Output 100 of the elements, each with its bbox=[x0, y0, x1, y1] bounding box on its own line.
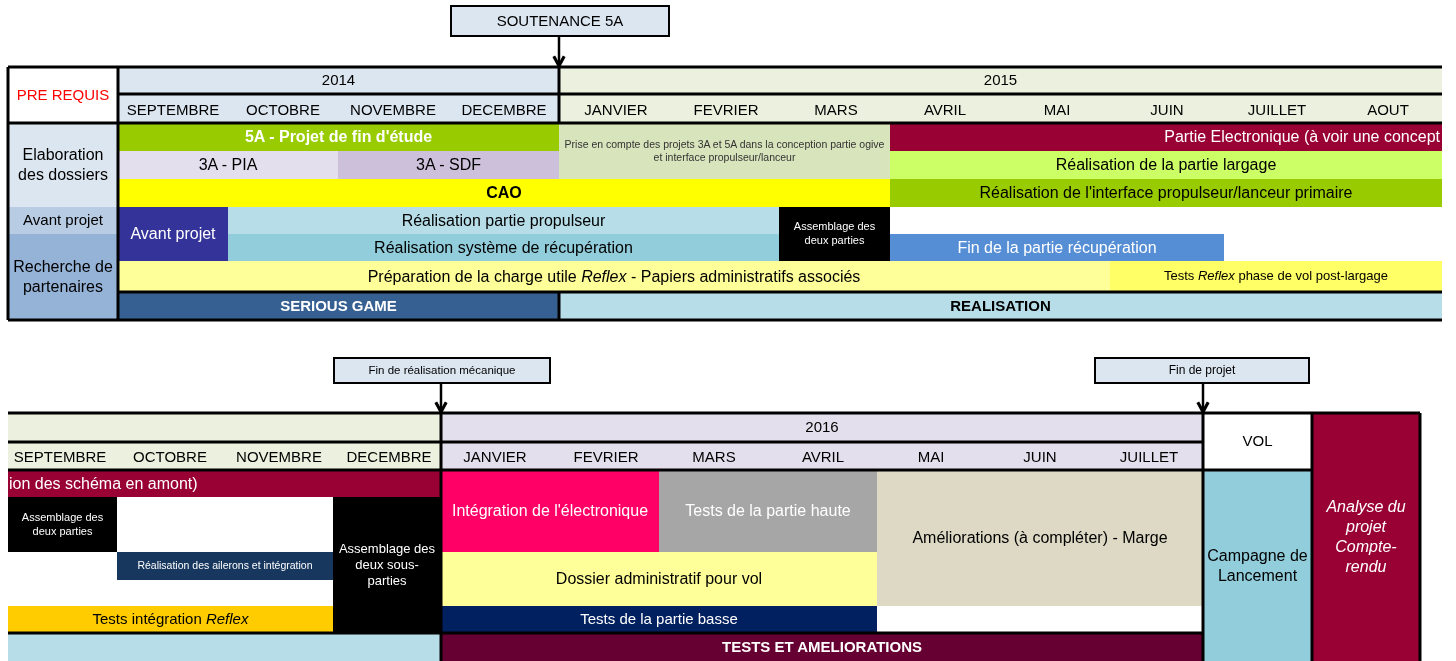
month-label: DECEMBRE bbox=[461, 101, 547, 118]
year-label: 2016 bbox=[805, 418, 839, 437]
bar-label: Intégration de l'électronique bbox=[451, 501, 649, 521]
bar-label: Tests intégration Reflex bbox=[92, 610, 249, 629]
month-label: JUILLET bbox=[1119, 448, 1179, 465]
bar-label: Tests de la partie basse bbox=[580, 610, 738, 629]
bar-label: Améliorations (à compléter) - Marge bbox=[912, 528, 1168, 548]
task-bar bbox=[8, 470, 441, 497]
bar-label: Assemblage des deux sous-parties bbox=[337, 540, 437, 590]
milestone-label: Fin de projet bbox=[1168, 363, 1236, 378]
task-bar bbox=[890, 179, 1442, 207]
milestone-label: Fin de réalisation mécanique bbox=[368, 363, 516, 378]
month-label: DECEMBRE bbox=[346, 448, 432, 465]
task-bar bbox=[890, 234, 1224, 261]
bar-label: Réalisation système de récupération bbox=[374, 237, 633, 258]
category-cell bbox=[8, 123, 118, 207]
milestone-arrow bbox=[434, 384, 448, 414]
bar-label: TESTS ET AMELIORATIONS bbox=[722, 637, 922, 657]
task-bar bbox=[1110, 261, 1442, 292]
bar-label: Réalisation partie propulseur bbox=[401, 210, 606, 231]
bar-label: REALISATION bbox=[950, 296, 1051, 316]
year-label: 2014 bbox=[321, 71, 356, 90]
task-bar bbox=[228, 207, 779, 234]
task-bar bbox=[659, 470, 877, 552]
task-bar bbox=[890, 151, 1442, 179]
task-bar bbox=[1203, 470, 1312, 661]
milestone-label: SOUTENANCE 5A bbox=[496, 11, 624, 31]
bar-label: VOL bbox=[1242, 432, 1273, 451]
month-label: FEVRIER bbox=[573, 448, 639, 465]
bar-label: Assemblage des deux parties bbox=[792, 220, 877, 248]
bar-label: Réalisation des ailerons et intégration bbox=[137, 559, 313, 573]
milestone-arrow bbox=[1196, 384, 1210, 414]
task-bar bbox=[118, 179, 890, 207]
milestone-box bbox=[450, 5, 670, 37]
month-label: MARS bbox=[814, 101, 858, 118]
bar-label: PRE REQUIS bbox=[16, 85, 110, 105]
task-bar bbox=[559, 123, 890, 179]
month-label: MAI bbox=[1043, 101, 1071, 118]
task-bar bbox=[228, 234, 779, 261]
month-label: AVRIL bbox=[801, 448, 845, 465]
bar-label: ion des schéma en amont) bbox=[9, 473, 198, 494]
milestone-box bbox=[1094, 357, 1310, 384]
phase-bar bbox=[441, 633, 1203, 661]
bar-label: Fin de la partie récupération bbox=[957, 237, 1157, 258]
phase-bar bbox=[118, 292, 559, 320]
task-bar bbox=[118, 151, 338, 179]
year-label: 2015 bbox=[983, 71, 1018, 90]
month-label: JUIN bbox=[1023, 448, 1057, 465]
bar-label: Réalisation de l'interface propulseur/lanceur primaire bbox=[979, 183, 1353, 203]
bar-label: Tests Reflex phase de vol post-largage bbox=[1163, 268, 1388, 285]
bar-label: Campagne de Lancement bbox=[1206, 545, 1309, 586]
bar-label: Avant projet bbox=[130, 224, 216, 244]
month-label: AOUT bbox=[1367, 101, 1409, 118]
category-cell bbox=[8, 234, 118, 320]
task-bar bbox=[338, 151, 559, 179]
task-bar bbox=[8, 497, 117, 552]
task-bar bbox=[333, 497, 441, 633]
task-bar bbox=[118, 207, 228, 261]
bar-label: Recherche de partenaires bbox=[12, 257, 114, 297]
task-bar bbox=[877, 470, 1203, 606]
bar-label: Assemblage des deux parties bbox=[20, 510, 105, 539]
month-label: SEPTEMBRE bbox=[126, 101, 220, 118]
task-bar bbox=[890, 123, 1442, 151]
month-label: NOVEMBRE bbox=[236, 448, 322, 465]
month-label: MAI bbox=[917, 448, 945, 465]
month-label: FEVRIER bbox=[693, 101, 759, 118]
bar-label: Dossier administratif pour vol bbox=[555, 569, 763, 589]
bar-label: CAO bbox=[486, 183, 522, 203]
bar-label: Partie Electronique (à voir une concept bbox=[1164, 127, 1440, 147]
month-label: MARS bbox=[692, 448, 736, 465]
month-label: JUILLET bbox=[1247, 101, 1307, 118]
task-bar bbox=[441, 552, 877, 606]
bar-label: 3A - SDF bbox=[416, 155, 481, 175]
month-label: JANVIER bbox=[584, 101, 648, 118]
task-bar bbox=[118, 261, 1110, 292]
task-bar bbox=[8, 606, 333, 633]
bar-label: Réalisation de la partie largage bbox=[1055, 155, 1277, 175]
bar-label: Préparation de la charge utile Reflex - Papiers administratifs associés bbox=[367, 266, 861, 287]
bar-label: 5A - Projet de fin d'étude bbox=[244, 127, 433, 147]
phase-bar bbox=[559, 292, 1442, 320]
task-bar bbox=[117, 552, 333, 580]
bar-label: Avant projet bbox=[23, 211, 103, 230]
task-bar bbox=[441, 470, 659, 552]
bar-label: Tests de la partie haute bbox=[685, 501, 851, 521]
month-label: JUIN bbox=[1150, 101, 1184, 118]
month-label: OCTOBRE bbox=[133, 448, 207, 465]
category-cell bbox=[8, 207, 118, 234]
task-bar bbox=[441, 606, 877, 633]
bar-label: Analyse du projet Compte-rendu bbox=[1325, 497, 1407, 577]
month-label: OCTOBRE bbox=[246, 101, 320, 118]
month-label: SEPTEMBRE bbox=[13, 448, 107, 465]
milestone-arrow bbox=[552, 37, 566, 68]
milestone-box bbox=[333, 357, 551, 384]
bar-label: Prise en compte des projets 3A et 5A dans la conception partie ogive et interface propulseur/lanceur bbox=[563, 137, 886, 165]
bar-label: SERIOUS GAME bbox=[280, 296, 397, 316]
bar-label: 3A - PIA bbox=[198, 155, 258, 175]
task-bar bbox=[779, 207, 890, 261]
task-bar bbox=[1312, 413, 1420, 661]
month-label: NOVEMBRE bbox=[350, 101, 436, 118]
bar-label: Elaboration des dossiers bbox=[17, 145, 109, 185]
